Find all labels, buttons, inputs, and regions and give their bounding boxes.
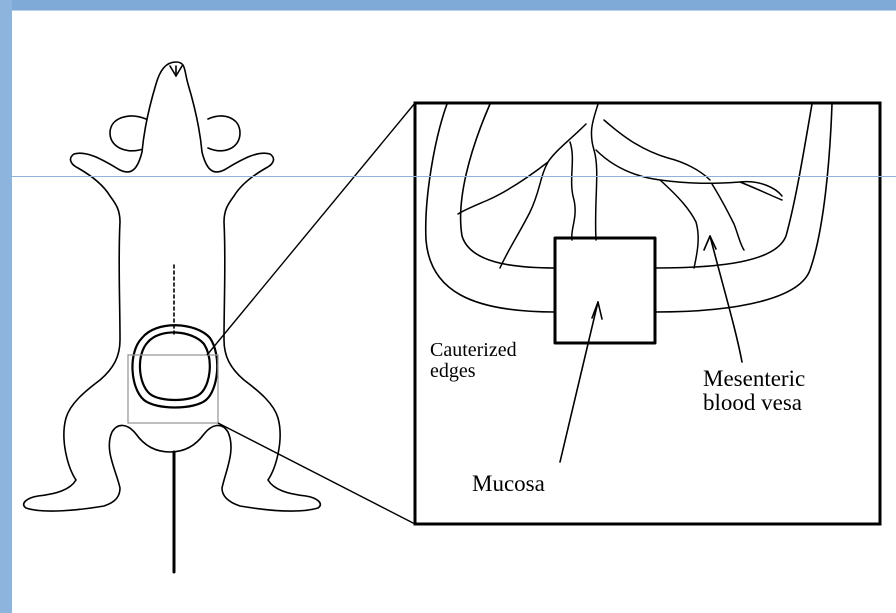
zoom-callout-box	[415, 103, 880, 524]
rat-body-outline	[24, 62, 321, 511]
label-cauterized-line2: edges	[430, 361, 550, 382]
label-mesenteric-blood-vessel: Mesenteric blood vesa	[703, 367, 843, 415]
rat-illustration	[24, 62, 321, 572]
label-mucosa: Mucosa	[472, 472, 545, 496]
label-cauterized-line1: Cauterized	[430, 340, 550, 361]
label-mesenteric-line1: Mesenteric	[703, 367, 843, 391]
slide-guide-line	[12, 176, 896, 177]
label-mesenteric-line2: blood vesa	[703, 391, 843, 415]
rat-left-ear	[110, 116, 146, 151]
rat-right-ear	[208, 116, 240, 151]
label-cauterized-edges: Cauterized edges	[430, 340, 550, 382]
